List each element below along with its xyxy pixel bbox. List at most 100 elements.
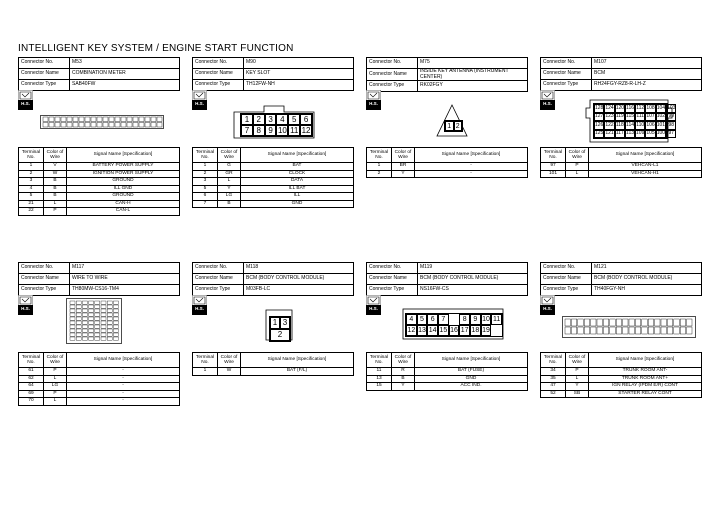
pin-number: 120 <box>614 104 626 113</box>
pin-number: 111 <box>635 112 646 121</box>
signal-name: DATA <box>240 177 354 186</box>
hs-icon: H.S. <box>365 89 382 111</box>
wire-color: P <box>565 367 589 376</box>
header-label: Connector Type <box>192 79 244 91</box>
terminal-no: 35 <box>540 374 566 383</box>
signal-name: TRUNK ROOM ANT+ <box>588 374 702 383</box>
signal-name: CAN-L <box>66 207 180 216</box>
header-value: M75 <box>417 57 528 69</box>
signal-name: - <box>414 162 528 171</box>
header-label: Connector Name <box>540 68 592 80</box>
header-label: Connector Name <box>18 273 70 285</box>
col-terminal: Terminal No. <box>366 147 392 163</box>
pin-number: 127 <box>594 112 605 121</box>
signal-name: - <box>66 389 180 398</box>
pin-number: 1 <box>270 317 280 329</box>
wire-color: B <box>43 192 67 201</box>
pin-number: 11 <box>288 125 301 136</box>
hs-icon: H.S. <box>17 294 34 316</box>
col-terminal: Terminal No. <box>192 147 218 163</box>
connector-face <box>66 298 122 349</box>
terminal-no: 62 <box>18 374 44 383</box>
pin-number: 3 <box>264 114 277 125</box>
pin-number: 10 <box>480 314 492 325</box>
col-color: Color of Wire <box>43 147 67 163</box>
terminal-no: 64 <box>18 382 44 391</box>
header-label: Connector Name <box>192 273 244 285</box>
header-value: M117 <box>69 262 180 274</box>
header-value: M53 <box>69 57 180 69</box>
pin-number: 125 <box>594 129 605 138</box>
header-label: Connector No. <box>192 57 244 69</box>
pin-number: 103 <box>666 104 677 113</box>
pin-number: 109 <box>635 129 646 138</box>
header-value: TH12FW-NH <box>243 79 354 91</box>
pin-number: 1 <box>445 121 454 131</box>
pin-number: 118 <box>614 121 626 130</box>
signal-name: ACC IND. <box>414 382 528 391</box>
col-signal: Signal Name [Specification] <box>588 147 702 163</box>
header-value: M03FB-LC <box>243 284 354 296</box>
pin-number: 122 <box>604 121 615 130</box>
pin-number: 104 <box>655 104 667 113</box>
header-value: M121 <box>591 262 702 274</box>
pin-number: 108 <box>645 104 656 113</box>
hs-label: H.S. <box>21 306 30 311</box>
header-label: Connector Name <box>18 68 70 80</box>
header-value: RK02FGY <box>417 80 528 92</box>
col-signal: Signal Name [Specification] <box>240 352 354 368</box>
signal-name: GROUND <box>66 192 180 201</box>
signal-name: IGNITION POWER SUPPLY <box>66 169 180 178</box>
pin-number: 123 <box>604 112 615 121</box>
wire-color: V <box>43 162 67 171</box>
pin-number: 14 <box>427 325 438 336</box>
wire-color: B <box>391 374 415 383</box>
header-label: Connector Type <box>18 284 70 296</box>
pin-number: 2 <box>252 114 265 125</box>
pin-number: 4 <box>406 314 417 325</box>
pin-number: 115 <box>625 112 636 121</box>
signal-name: GROUND <box>66 177 180 186</box>
wire-color: L <box>43 374 67 383</box>
hs-label: H.S. <box>195 101 204 106</box>
hs-label: H.S. <box>369 306 378 311</box>
col-color: Color of Wire <box>217 352 241 368</box>
terminal-no: 1 <box>192 367 218 376</box>
terminal-no: 5 <box>18 192 44 201</box>
pin-number: 6 <box>427 314 438 325</box>
terminal-no: 3 <box>18 177 44 186</box>
signal-name: BATTERY POWER SUPPLY <box>66 162 180 171</box>
pin-number: 3 <box>280 317 290 329</box>
pin-number: 9 <box>264 125 277 136</box>
pin-number: 121 <box>604 129 615 138</box>
hs-label: H.S. <box>369 101 378 106</box>
header-label: Connector Name <box>540 273 592 285</box>
signal-name: BAT <box>240 162 354 171</box>
header-label: Connector Type <box>540 284 592 296</box>
wire-color: Y <box>565 382 589 391</box>
wire-color: P <box>565 162 589 171</box>
header-label: Connector Name <box>366 273 418 285</box>
col-terminal: Terminal No. <box>366 352 392 368</box>
pin-number: 6 <box>300 114 312 125</box>
wire-color: L <box>217 177 241 186</box>
wire-color: L <box>43 199 67 208</box>
terminal-no: 3 <box>192 177 218 186</box>
hs-icon: H.S. <box>17 89 34 111</box>
